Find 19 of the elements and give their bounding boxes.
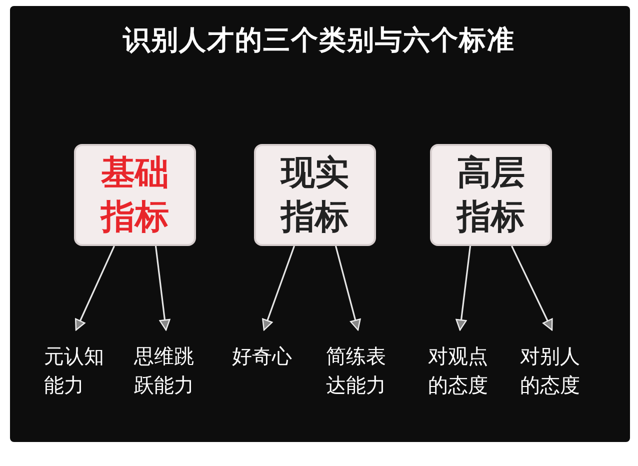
card-title: 现实指标 bbox=[279, 152, 350, 239]
criterion-label: 好奇心 bbox=[232, 343, 293, 370]
indicator-card bbox=[254, 144, 376, 246]
criterion-label: 对观点的态度 bbox=[428, 343, 489, 399]
card-title: 基础指标 bbox=[99, 152, 170, 239]
criterion-label: 简练表达能力 bbox=[326, 343, 387, 399]
criterion-label: 对别人的态度 bbox=[520, 343, 581, 399]
criterion-label: 思维跳跃能力 bbox=[134, 343, 195, 399]
arrow bbox=[262, 246, 296, 331]
arrow bbox=[456, 246, 472, 331]
arrow bbox=[334, 246, 361, 331]
arrow bbox=[75, 246, 115, 331]
arrow bbox=[511, 246, 553, 331]
indicator-card bbox=[74, 144, 196, 246]
indicator-card bbox=[430, 144, 552, 246]
arrow bbox=[154, 246, 170, 331]
criterion-label: 元认知能力 bbox=[44, 343, 105, 399]
card-title: 高层指标 bbox=[455, 152, 526, 239]
title: 识别人才的三个类别与六个标准 bbox=[122, 24, 516, 58]
